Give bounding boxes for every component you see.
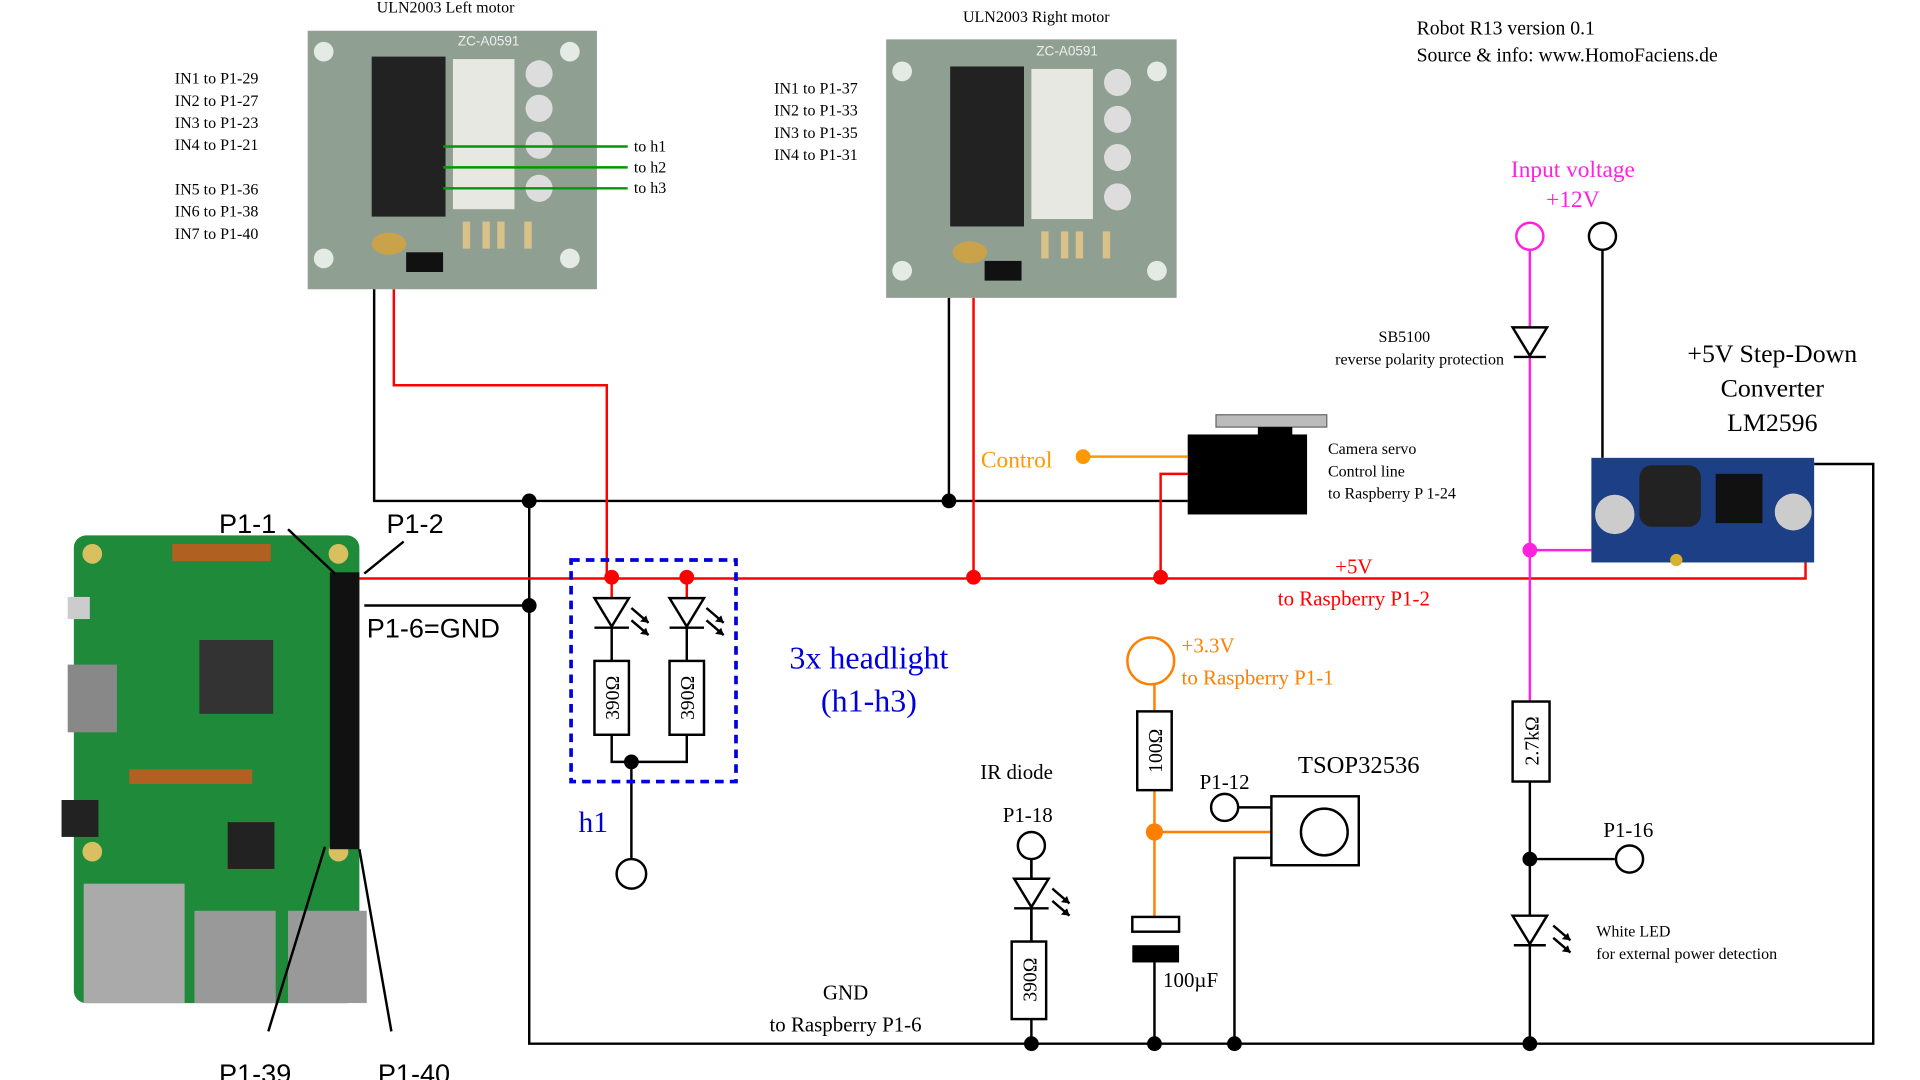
camera-servo: Control Camera servo Control line to Ras… [981, 414, 1456, 515]
headlight-resistor-2: 390Ω [677, 676, 699, 720]
sb5100-diode-icon [1510, 326, 1550, 359]
input-ground-terminal[interactable] [1587, 221, 1618, 252]
tsop-circuit: +3.3V to Raspberry P1-1 100Ω 100µF P1-12… [1126, 633, 1420, 992]
right-pin-label: IN2 to P1-33 [774, 103, 858, 120]
left-motor-pin-labels: IN1 to P1-29 IN2 to P1-27 IN3 to P1-23 I… [175, 71, 259, 243]
3v3-terminal[interactable] [1126, 636, 1176, 686]
right-motor-pin-labels: IN1 to P1-37 IN2 to P1-33 IN3 to P1-35 I… [774, 81, 858, 164]
white-led-desc: for external power detection [1596, 946, 1777, 963]
source-info: Source & info: www.HomoFaciens.de [1417, 45, 1718, 67]
input-12v: Input voltage +12V SB5100 reverse polari… [1335, 157, 1777, 963]
p1-6-label: P1-6=GND [367, 613, 500, 644]
p1-16-label: P1-16 [1603, 818, 1653, 842]
right-motor-title: ULN2003 Right motor [963, 9, 1110, 26]
servo-desc-2: Control line [1328, 463, 1405, 480]
rail-5v [356, 289, 1807, 599]
headlight-resistor-1: 390Ω [602, 676, 624, 720]
headlight-circuit: 390Ω 390Ω h1 3x headlight (h1-h3) [569, 558, 949, 890]
output-h2: to h2 [634, 159, 666, 176]
p1-40-label: P1-40 [378, 1058, 450, 1080]
h1-terminal[interactable] [615, 857, 648, 890]
raspberry-pin-labels: P1-1 P1-2 P1-6=GND P1-39 P1-40 [219, 508, 500, 1080]
capacitor-icon [1131, 915, 1181, 963]
right-pin-label: IN1 to P1-37 [774, 81, 858, 98]
white-led-label: White LED [1596, 924, 1670, 941]
headlight-title: 3x headlight [789, 639, 948, 675]
servo-desc-1: Camera servo [1328, 441, 1416, 458]
diode-desc: reverse polarity protection [1335, 351, 1504, 368]
p1-2-label: P1-2 [386, 508, 443, 539]
rail-3v3-label: +3.3V [1182, 633, 1235, 657]
sense-resistor-label: 2.7kΩ [1521, 716, 1543, 765]
left-motor-title: ULN2003 Left motor [377, 0, 515, 16]
output-h1: to h1 [634, 138, 666, 155]
gpio-header [329, 572, 360, 850]
raspberry-pi-board [61, 535, 367, 1004]
white-led-icon [1510, 914, 1572, 954]
p1-16-terminal[interactable] [1614, 844, 1645, 874]
right-pin-label: IN3 to P1-35 [774, 125, 858, 142]
p1-12-terminal[interactable] [1209, 792, 1240, 823]
left-pin-label: IN3 to P1-23 [175, 115, 259, 132]
left-pin-label: IN6 to P1-38 [175, 204, 259, 221]
ir-diode-label: IR diode [980, 760, 1053, 784]
left-pin-label: IN7 to P1-40 [175, 226, 259, 243]
input-voltage-label: Input voltage [1511, 157, 1635, 183]
left-pin-label: IN5 to P1-36 [175, 181, 259, 198]
rail-5v-dest: to Raspberry P1-2 [1278, 587, 1430, 611]
converter-line-1: +5V Step-Down [1687, 339, 1857, 368]
right-pin-label: IN4 to P1-31 [774, 147, 858, 164]
output-h3: to h3 [634, 180, 666, 197]
ir-resistor-label: 390Ω [1019, 958, 1041, 1002]
right-motor-board: ULN2003 Right motor ZC-A0591 [886, 9, 1177, 298]
rail-5v-label: +5V [1335, 555, 1372, 579]
gnd-label: GND [823, 980, 868, 1004]
ground-junctions [521, 493, 1538, 1052]
diode-name: SB5100 [1379, 329, 1431, 346]
p1-12-label: P1-12 [1200, 770, 1250, 794]
left-motor-chip-label: ZC-A0591 [458, 34, 520, 49]
h1-label: h1 [578, 807, 608, 839]
gnd-dest: to Raspberry P1-6 [769, 1012, 921, 1036]
converter-line-3: LM2596 [1727, 408, 1817, 437]
capacitor-label: 100µF [1163, 968, 1218, 992]
title: Robot R13 version 0.1 [1417, 17, 1595, 39]
left-pin-label: IN1 to P1-29 [175, 71, 259, 88]
rail-3v3-dest: to Raspberry P1-1 [1182, 665, 1334, 689]
control-label: Control [981, 448, 1053, 474]
left-motor-board: ULN2003 Left motor ZC-A0591 [307, 0, 597, 290]
step-down-converter: +5V Step-Down Converter LM2596 [1591, 339, 1857, 567]
p1-18-terminal[interactable] [1016, 830, 1047, 861]
headlight-led-icon [667, 596, 725, 637]
converter-line-2: Converter [1721, 373, 1825, 402]
right-motor-chip-label: ZC-A0591 [1036, 43, 1098, 58]
ground-wires [364, 249, 1875, 1045]
ir-diode-circuit: IR diode P1-18 390Ω [980, 760, 1071, 1021]
tsop-resistor-label: 100Ω [1145, 729, 1167, 773]
p1-18-label: P1-18 [1003, 803, 1053, 827]
input-plus-terminal[interactable] [1515, 221, 1545, 252]
tsop-name: TSOP32536 [1298, 752, 1420, 779]
p1-39-label: P1-39 [219, 1058, 291, 1080]
servo-desc-3: to Raspberry P 1-24 [1328, 485, 1456, 502]
left-pin-label: IN2 to P1-27 [175, 93, 259, 110]
left-pin-label: IN4 to P1-21 [175, 137, 259, 154]
headlight-led-icon [592, 596, 650, 637]
p1-1-label: P1-1 [219, 508, 276, 539]
ir-led-icon [1011, 877, 1071, 917]
headlight-output-wires: to h1 to h2 to h3 [443, 138, 666, 197]
rail-5v-junctions [604, 569, 1168, 585]
headlight-subtitle: (h1-h3) [821, 682, 917, 718]
input-voltage-value: +12V [1546, 187, 1600, 213]
